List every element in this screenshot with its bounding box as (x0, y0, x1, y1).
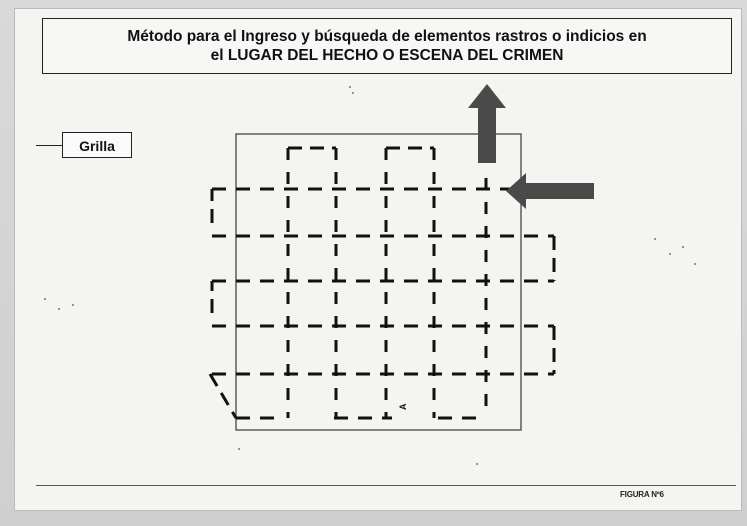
grilla-connector-line (36, 145, 62, 146)
scan-speck (682, 246, 684, 248)
scan-speck (694, 263, 696, 265)
footer-rule (36, 485, 736, 486)
scan-speck (72, 304, 74, 306)
arrow-up-icon (468, 84, 506, 163)
arrow-left-icon (506, 173, 594, 209)
scan-speck (352, 92, 354, 94)
figure-page: Método para el Ingreso y búsqueda de ele… (14, 8, 742, 511)
figure-title-line2: el LUGAR DEL HECHO O ESCENA DEL CRIMEN (210, 47, 564, 64)
scan-speck (669, 253, 671, 255)
scan-speck (238, 448, 240, 450)
scan-speck (654, 238, 656, 240)
grid-marker-glyph: A (398, 403, 408, 410)
grilla-label: Grilla (62, 132, 132, 158)
grid-vertical-lines (286, 148, 488, 418)
grid-search-diagram: A (208, 84, 594, 431)
scan-speck (58, 308, 60, 310)
figure-title-line1: Método para el Ingreso y búsqueda de ele… (127, 28, 647, 45)
grid-turn-caps (208, 146, 556, 419)
scan-speck (476, 463, 478, 465)
scan-speck (349, 86, 351, 88)
figure-caption: FIGURA Nº6 (620, 490, 664, 499)
figure-title-box: Método para el Ingreso y búsqueda de ele… (42, 18, 732, 74)
grid-horizontal-lines (212, 187, 554, 420)
scan-speck (44, 298, 46, 300)
